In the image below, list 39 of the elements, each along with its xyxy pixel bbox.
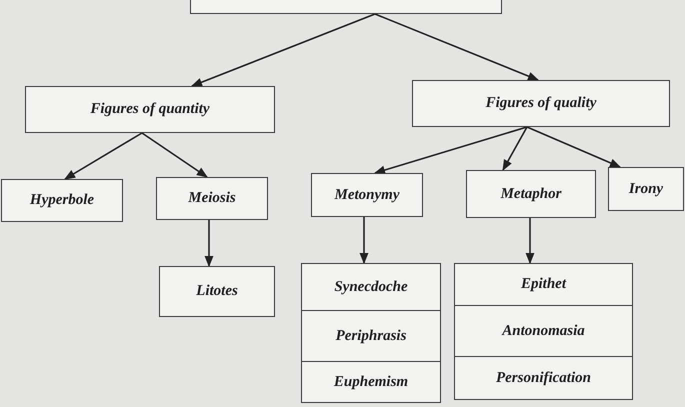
term-label: Figures of quality xyxy=(486,95,596,112)
term-box xyxy=(25,86,275,133)
term-label: Personification xyxy=(496,370,591,386)
term-box xyxy=(454,305,633,357)
term-label: Metaphor xyxy=(500,186,562,202)
term-box xyxy=(311,173,423,217)
arrow xyxy=(374,13,540,81)
term-label: Epithet xyxy=(520,276,566,293)
term-box xyxy=(608,167,684,211)
term-box xyxy=(1,179,123,222)
term-box xyxy=(156,177,268,220)
term-label: Irony xyxy=(628,180,664,198)
term-label: Meiosis xyxy=(188,190,236,207)
term-label: Synecdoche xyxy=(334,278,408,296)
term-box xyxy=(454,356,633,400)
term-box xyxy=(301,310,441,362)
arrow xyxy=(142,132,208,178)
term-box xyxy=(412,80,670,127)
term-box xyxy=(159,266,275,317)
arrow xyxy=(374,126,528,174)
arrow xyxy=(526,218,534,264)
term-label: Metonymy xyxy=(334,186,400,204)
term-box xyxy=(301,263,441,311)
term-box xyxy=(301,361,441,403)
box-shape xyxy=(190,0,502,14)
arrow xyxy=(204,220,214,268)
arrow xyxy=(190,13,376,87)
term-box xyxy=(454,263,633,306)
term-label: Figures of quantity xyxy=(90,101,210,118)
term-label: Hyperbole xyxy=(30,192,94,209)
arrow xyxy=(526,126,622,168)
arrow xyxy=(502,126,528,171)
term-label: Litotes xyxy=(196,283,238,300)
term-label: Antonomasia xyxy=(502,322,585,340)
term-box xyxy=(466,170,596,218)
term-label: Euphemism xyxy=(334,374,408,390)
arrow xyxy=(64,132,142,180)
arrow xyxy=(360,217,368,264)
term-label: Periphrasis xyxy=(336,328,406,344)
